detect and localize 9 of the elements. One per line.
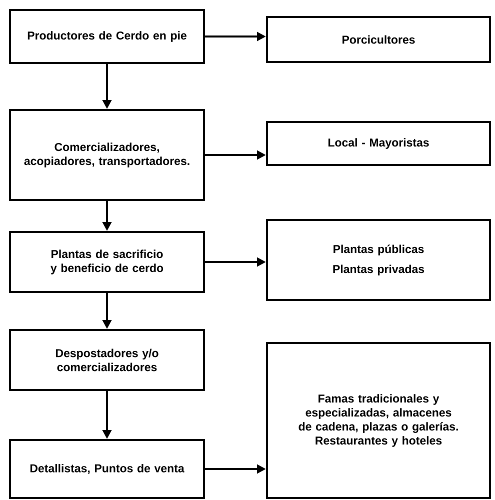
process-box: Detallistas, Puntos de venta	[9, 439, 205, 499]
process-box: Plantas de sacrificio y beneficio de cerdo	[9, 231, 205, 293]
process-box: Local - Mayoristas	[266, 121, 491, 166]
process-box: Porcicultores	[266, 16, 491, 63]
process-box: Productores de Cerdo en pie	[9, 9, 205, 64]
process-box: Despostadores y/o comercializadores	[9, 329, 205, 391]
process-box: Famas tradicionales y especializadas, almacenes de cadena, plazas o galerías. Restaurantes y hoteles	[266, 342, 491, 499]
process-box: Comercializadores, acopiadores, transportadores.	[9, 109, 205, 201]
process-box: Plantas públicas Plantas privadas	[266, 219, 491, 301]
